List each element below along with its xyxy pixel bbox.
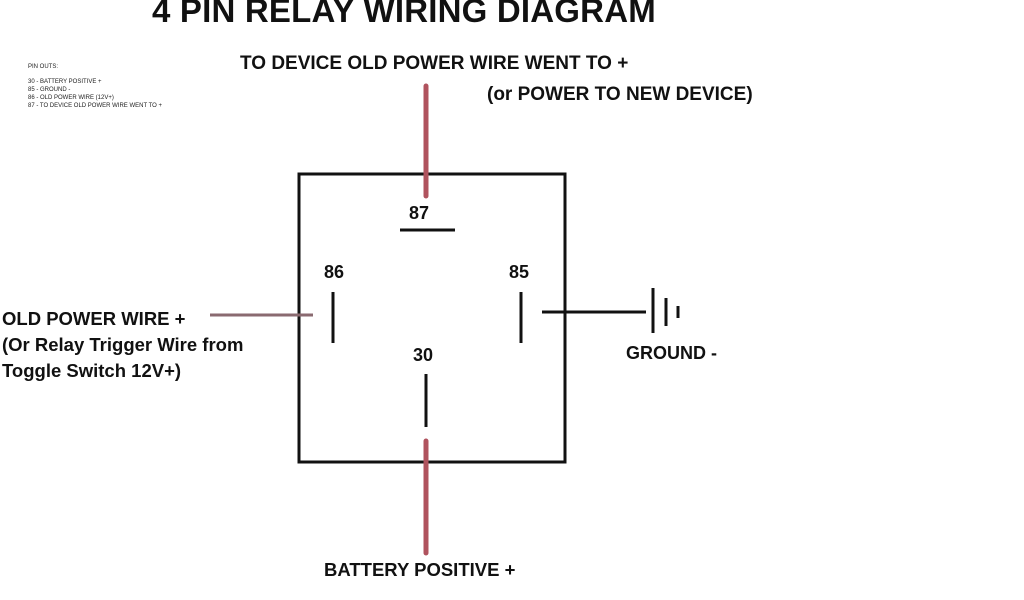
new-device-label: (or POWER TO NEW DEVICE) bbox=[487, 84, 753, 105]
trigger-label-line: (Or Relay Trigger Wire from bbox=[2, 334, 244, 355]
pin-out-item: 87 - TO DEVICE OLD POWER WIRE WENT TO + bbox=[28, 103, 162, 109]
pin-out-item: 30 - BATTERY POSITIVE + bbox=[28, 79, 102, 85]
ground-label: GROUND - bbox=[626, 343, 717, 363]
device-label: TO DEVICE OLD POWER WIRE WENT TO + bbox=[240, 53, 629, 74]
diagram-title: 4 PIN RELAY WIRING DIAGRAM bbox=[152, 0, 656, 29]
trigger-label-line: Toggle Switch 12V+) bbox=[2, 360, 182, 381]
ground-icon bbox=[651, 288, 680, 333]
pin-86-label: 86 bbox=[324, 262, 345, 282]
battery-positive-label: BATTERY POSITIVE + bbox=[324, 559, 516, 580]
relay-body bbox=[297, 172, 567, 464]
pin-outs-heading: PIN OUTS: bbox=[28, 64, 59, 70]
pin-outs-legend: PIN OUTS: 30 - BATTERY POSITIVE + 85 - G… bbox=[28, 63, 162, 110]
trigger-wire-label: OLD POWER WIRE + (Or Relay Trigger Wire … bbox=[2, 306, 243, 384]
pin-85-label: 85 bbox=[509, 262, 530, 282]
pin-out-item: 86 - OLD POWER WIRE (12V+) bbox=[28, 95, 114, 101]
pin-87-label: 87 bbox=[409, 203, 430, 223]
trigger-label-line: OLD POWER WIRE + bbox=[2, 308, 186, 329]
pin-30-label: 30 bbox=[413, 345, 434, 365]
pin-out-item: 85 - GROUND - bbox=[28, 87, 71, 93]
